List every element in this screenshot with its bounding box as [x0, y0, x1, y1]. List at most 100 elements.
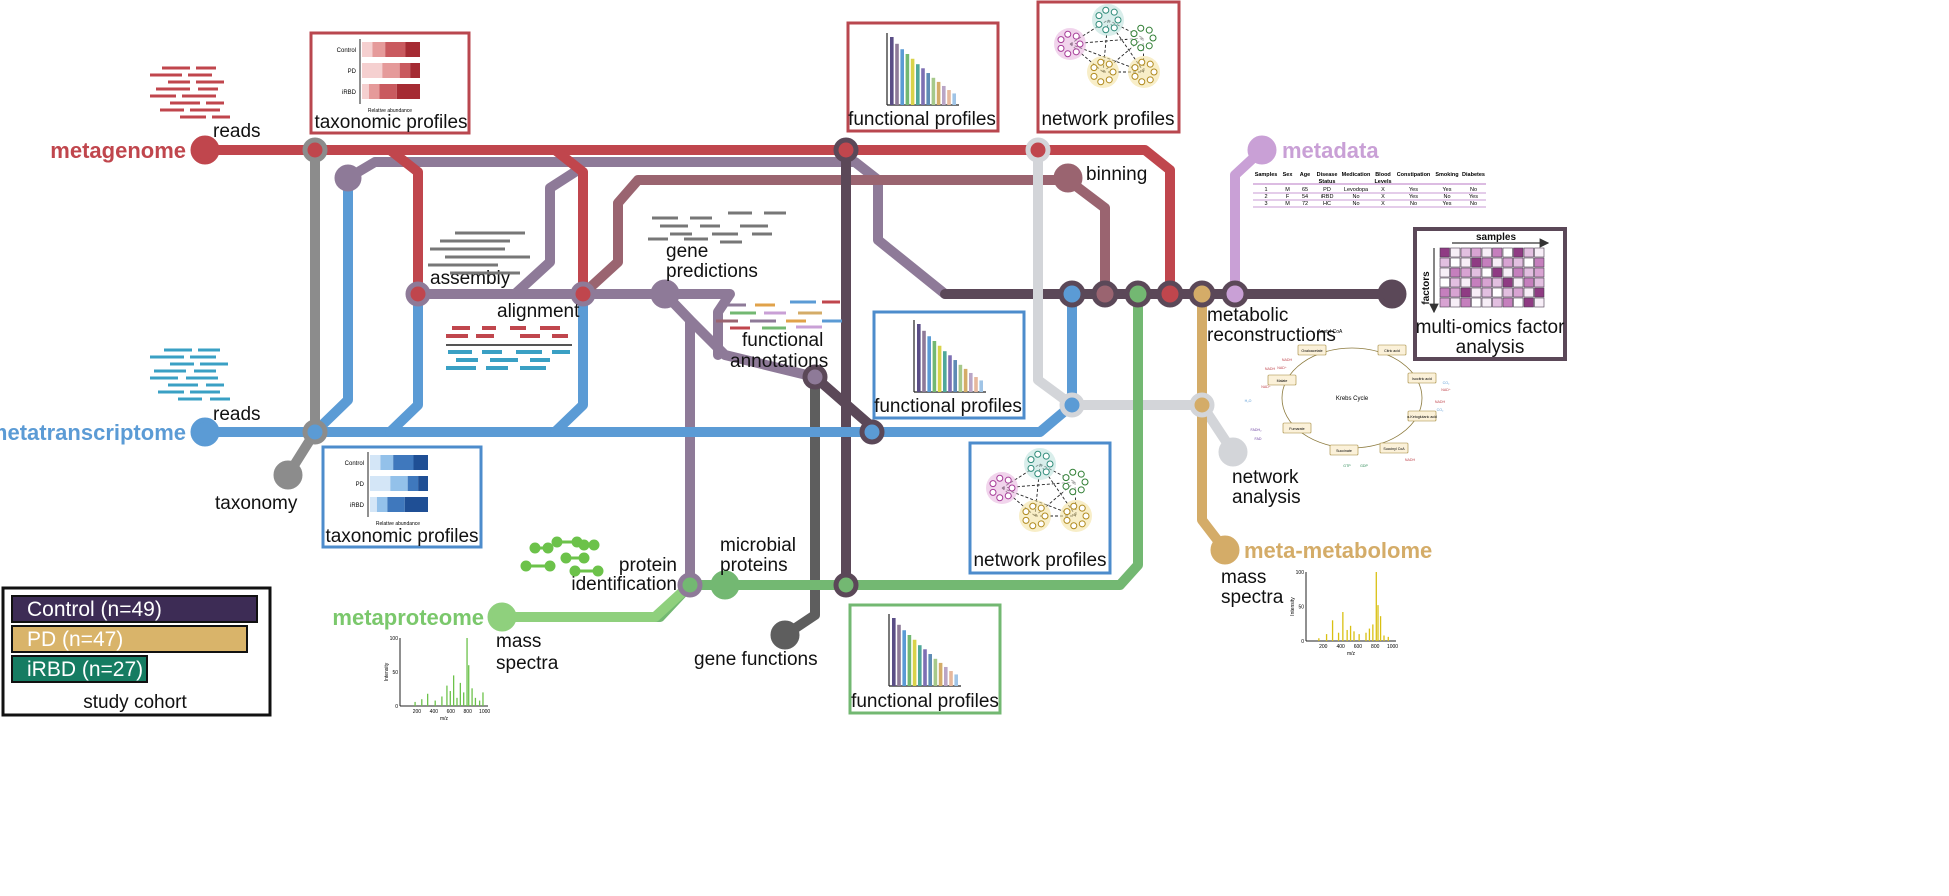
- func-bar: [916, 64, 920, 105]
- krebs-node: [1379, 442, 1409, 454]
- protein-identification-label-2: identification: [571, 574, 677, 595]
- network-node: [1037, 504, 1045, 512]
- gene-prediction-line: [413, 289, 820, 590]
- study-cohort-title: study cohort: [83, 692, 187, 713]
- func-bar: [926, 73, 930, 105]
- func-bar: [958, 364, 963, 392]
- mofa-box: samples factors multi-omics factor analy…: [1413, 227, 1567, 361]
- mofa-heatmap: [1439, 247, 1545, 308]
- func-bar: [897, 624, 901, 686]
- spectrum-xtick: 600: [1354, 644, 1363, 650]
- krebs-node-label: Succinyl CoA: [1383, 447, 1405, 451]
- network-node: [1072, 32, 1080, 40]
- spectrum-xtick: 400: [430, 709, 439, 715]
- metadata-cell: No: [1443, 194, 1450, 200]
- cohort-bar: [11, 625, 248, 653]
- tax-segment: [380, 455, 394, 470]
- network-node: [1150, 68, 1158, 76]
- study-cohort-legend: Control (n=49)PD (n=47)iRBD (n=27) study…: [1, 586, 272, 717]
- metadata-cell: F: [1286, 194, 1290, 200]
- spectrum-xlabel: m/z: [440, 716, 449, 722]
- mofa-cell: [1513, 287, 1524, 298]
- network-node: [1022, 508, 1030, 516]
- network-node: [1063, 516, 1071, 524]
- tax-segment: [387, 497, 405, 512]
- network-node: [1109, 68, 1117, 76]
- metadata-header: Diabetes: [1462, 172, 1485, 178]
- network-profiles-mg-title: network profiles: [1041, 109, 1174, 130]
- network-node: [1102, 26, 1110, 34]
- spectrum-ytick: 0: [395, 704, 398, 710]
- spectrum-xtick: 800: [464, 709, 473, 715]
- binning-line: [578, 175, 1110, 299]
- mofa-cell: [1481, 277, 1492, 288]
- functional-annotations-glyph: [716, 300, 842, 330]
- network-node: [1146, 76, 1154, 84]
- gene-predictions-label-2: predictions: [666, 261, 758, 282]
- tax-segment: [376, 497, 388, 512]
- tax-segment: [362, 63, 383, 78]
- network-node: [1034, 470, 1042, 478]
- network-node: [1064, 30, 1072, 38]
- network-profiles-mt-title: network profiles: [973, 550, 1106, 571]
- tax-segment: [413, 455, 428, 470]
- metadata-cell: X: [1381, 201, 1385, 207]
- mofa-cell: [1439, 297, 1450, 308]
- mofa-cell: [1513, 267, 1524, 278]
- metagenome-line: [200, 145, 1175, 299]
- network-node: [1027, 456, 1035, 464]
- network-node: [1008, 484, 1016, 492]
- metaproteome-start-station: [487, 602, 517, 632]
- network-analysis-end-station: [1218, 437, 1248, 467]
- cohort-bar-label: PD (n=47): [27, 628, 123, 651]
- network-node: [989, 480, 997, 488]
- metadata-title: metadata: [1282, 138, 1379, 163]
- krebs-node-label: Isocitric acid: [1412, 377, 1432, 381]
- network-node: [1110, 8, 1118, 16]
- network-node: [1146, 60, 1154, 68]
- mofa-cell: [1460, 287, 1471, 298]
- network-node: [1130, 30, 1138, 38]
- func-bar: [907, 635, 912, 686]
- spectrum-ylabel: Intensity: [1290, 597, 1296, 616]
- tax-segment: [370, 497, 377, 512]
- metadata-cell: PD: [1323, 187, 1331, 193]
- network-edge: [1034, 463, 1041, 517]
- network-mg-graph: [1054, 4, 1160, 88]
- tax-row-label: iRBD: [342, 90, 357, 96]
- metadata-cell: No: [1352, 194, 1359, 200]
- spectrum-xtick: 1000: [1387, 644, 1398, 650]
- metadata-cell: Levodopa: [1344, 187, 1369, 193]
- func-bar: [902, 630, 906, 686]
- tax-row-label: Control: [337, 48, 356, 54]
- network-node: [1029, 522, 1037, 530]
- mofa-cell: [1513, 247, 1524, 258]
- meta-metabolome-title: meta-metabolome: [1244, 538, 1432, 563]
- mofa-cell: [1481, 257, 1492, 268]
- network-node: [1110, 24, 1118, 32]
- krebs-cofactor: CO₂: [1443, 381, 1450, 385]
- network-node: [1076, 40, 1084, 48]
- krebs-cofactor: CO₂: [1437, 408, 1444, 412]
- functional-profiles-mp-box: functional profiles: [848, 603, 1002, 715]
- krebs-cofactor: GTP: [1343, 464, 1351, 468]
- mass-spectra-metabolome-label-2: spectra: [1221, 587, 1284, 608]
- func-bar: [917, 324, 921, 392]
- reads-mg-glyph: [150, 66, 230, 119]
- cohort-bar: [11, 595, 258, 623]
- mofa-end-station: [1377, 279, 1407, 309]
- mofa-title-2: analysis: [1456, 337, 1525, 358]
- mofa-cell: [1492, 297, 1503, 308]
- network-node: [1004, 476, 1012, 484]
- func-bar: [932, 341, 937, 392]
- func-bar: [927, 336, 931, 392]
- func-bar: [942, 85, 946, 105]
- network-node: [1145, 26, 1153, 34]
- mofa-cell: [1439, 247, 1450, 258]
- mofa-cell: [1471, 297, 1482, 308]
- metadata-cell: HC: [1323, 201, 1331, 207]
- metatranscriptome-branch-line: [310, 173, 588, 437]
